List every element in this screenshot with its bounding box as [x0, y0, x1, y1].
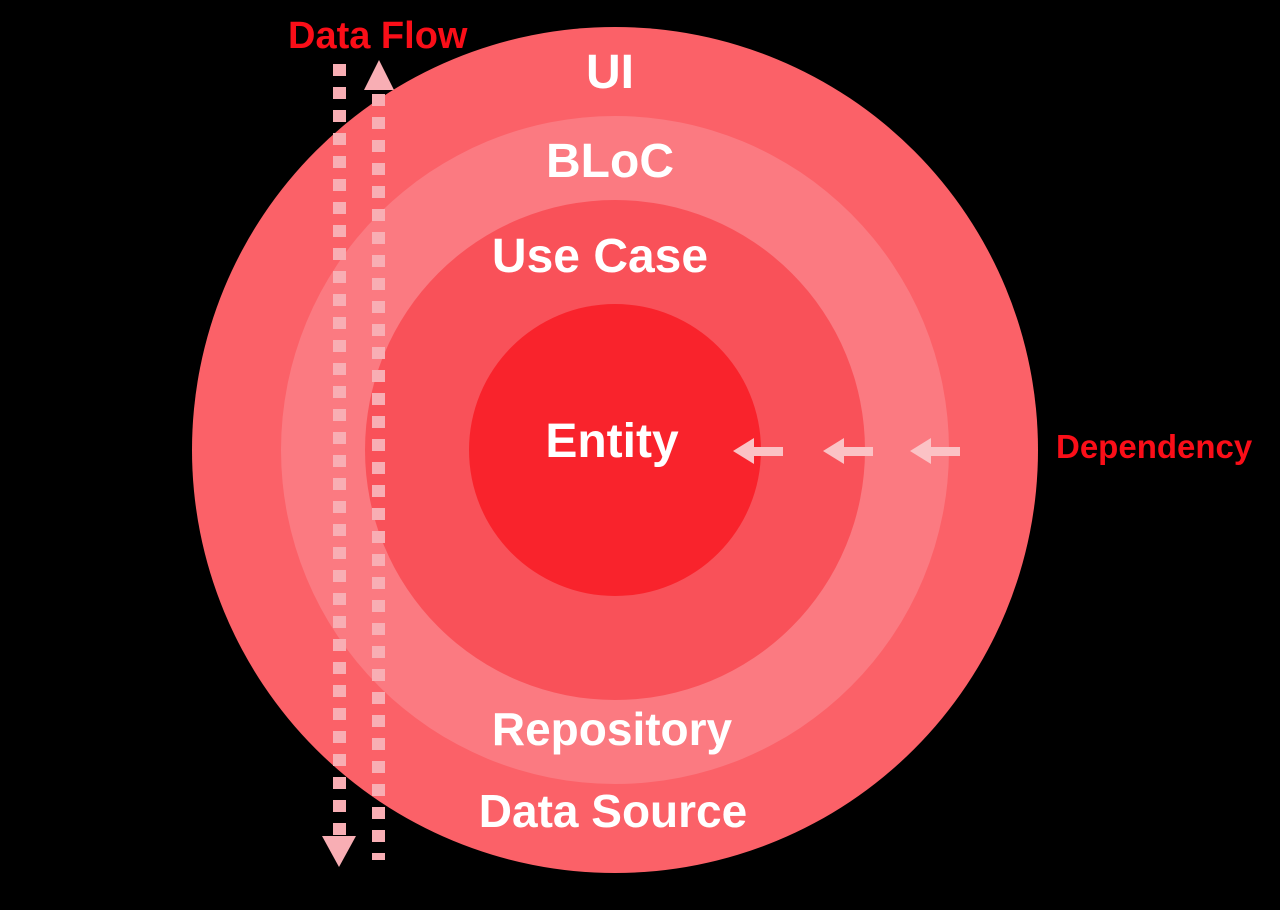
data-flow-arrowhead-up-icon: [364, 60, 394, 90]
dependency-arrow-shaft: [931, 446, 960, 456]
data-flow-arrowhead-down-icon: [322, 836, 356, 867]
dependency-arrow-head: [823, 438, 844, 464]
data-flow-label: Data Flow: [288, 15, 468, 57]
layer-label-bloc: BLoC: [546, 135, 674, 188]
circle-entity: [469, 304, 761, 596]
data-flow-dotted-line-up: [372, 94, 385, 860]
dependency-arrow-icon: [823, 438, 873, 464]
dependency-label: Dependency: [1056, 428, 1253, 465]
layer-label-entity: Entity: [545, 415, 679, 468]
layer-label-use-case: Use Case: [491, 230, 709, 283]
layer-label-data-source: Data Source: [478, 785, 748, 837]
layer-label-ui: UI: [586, 46, 634, 99]
dependency-arrow-shaft: [754, 446, 783, 456]
dependency-arrow-icon: [910, 438, 960, 464]
dependency-arrow-shaft: [844, 446, 873, 456]
data-flow-dotted-line-down: [333, 64, 346, 835]
dependency-arrow-icon: [733, 438, 783, 464]
dependency-arrow-head: [910, 438, 931, 464]
dependency-arrow-head: [733, 438, 754, 464]
layer-label-repository: Repository: [491, 703, 733, 755]
